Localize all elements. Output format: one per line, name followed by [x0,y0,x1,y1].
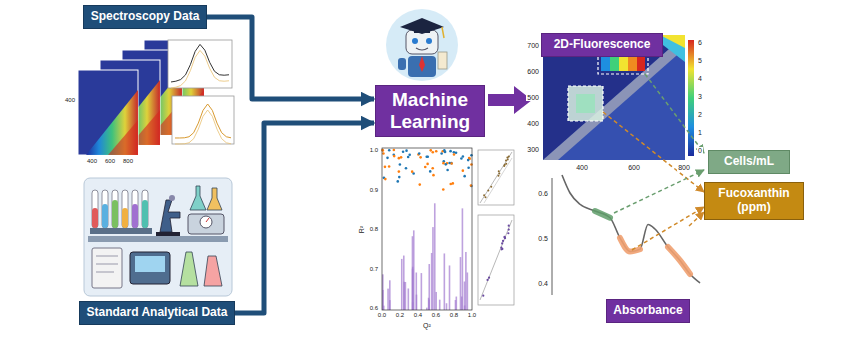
axis-tick: 2 [697,111,703,118]
section-label: Standard Analytical Data [79,301,235,325]
axis-tick: 1.0 [369,147,379,153]
axis-tick: 300 [526,146,540,153]
axis-tick: 600 [526,68,540,75]
flow-arrow [235,123,374,313]
axis-tick: 600 [627,164,641,171]
axis-tick: 400 [526,120,540,127]
text-group: Spectroscopy Data [91,10,200,24]
axis-tick: 0.5 [537,235,549,242]
axis-tick: 800 [122,158,134,164]
axis-tick: 400 [575,164,589,171]
axis-tick: 0 [697,147,703,154]
axis-tick: 4 [697,75,703,82]
scatter-plot [381,148,514,310]
axis-tick: 3 [697,93,703,100]
axis-tick: 0.2 [395,312,405,318]
axis-tick: 0.9 [369,187,379,193]
leader-lines [603,74,704,250]
text-group: Machine Learning [382,89,478,133]
axis-tick: 700 [526,42,540,49]
text-group: 2D-Fluorescence [554,38,651,52]
axis-tick: 800 [677,164,691,171]
axis-tick: 6 [697,39,703,46]
node-text: Absorbance [613,304,682,318]
axis-tick: 600 [104,158,116,164]
axis-tick: 0.7 [369,266,379,272]
axis-tick: 400 [64,97,76,103]
axis-tick: 0.0 [377,312,387,318]
axis-tick: 0.4 [537,280,549,287]
spectra-illustration [78,40,234,155]
lab-illustration [84,178,232,296]
axis-title: R² [358,224,365,233]
axis-tick: 0.8 [369,226,379,232]
node-text: Cells/mL [724,155,774,169]
output-box: Cells/mL [708,150,790,174]
node-text: 2D-Fluorescence [554,38,651,52]
node-text: Fucoxanthin (ppm) [711,187,797,215]
node-text: Spectroscopy Data [91,10,200,24]
axis-tick: 1 [697,129,703,136]
section-label: Spectroscopy Data [83,5,207,29]
axis-tick: 1.0 [467,312,477,318]
robot-illustration [386,9,458,81]
plot-label: 2D-Fluorescence [541,33,663,57]
text-group: Fucoxanthin (ppm) [711,187,797,215]
text-group: Absorbance [613,304,682,318]
plot-label: Absorbance [606,299,690,323]
flow-arrow [207,17,374,99]
axis-tick: 400 [86,158,98,164]
text-group: Standard Analytical Data [87,306,228,320]
text-group: Cells/mL [724,155,774,169]
node-text: Machine Learning [382,89,478,133]
axis-tick: 0.6 [431,312,441,318]
axis-title: Q² [422,322,432,329]
axis-tick: 500 [526,94,540,101]
axis-tick: 0.6 [369,305,379,311]
axis-tick: 0.4 [413,312,423,318]
output-box: Fucoxanthin (ppm) [704,182,804,220]
axis-tick: 0.6 [537,190,549,197]
axis-tick: 0.8 [449,312,459,318]
axis-tick: 5 [697,57,703,64]
process-box: Machine Learning [375,85,485,137]
node-text: Standard Analytical Data [87,306,228,320]
absorbance-plot [552,175,700,295]
